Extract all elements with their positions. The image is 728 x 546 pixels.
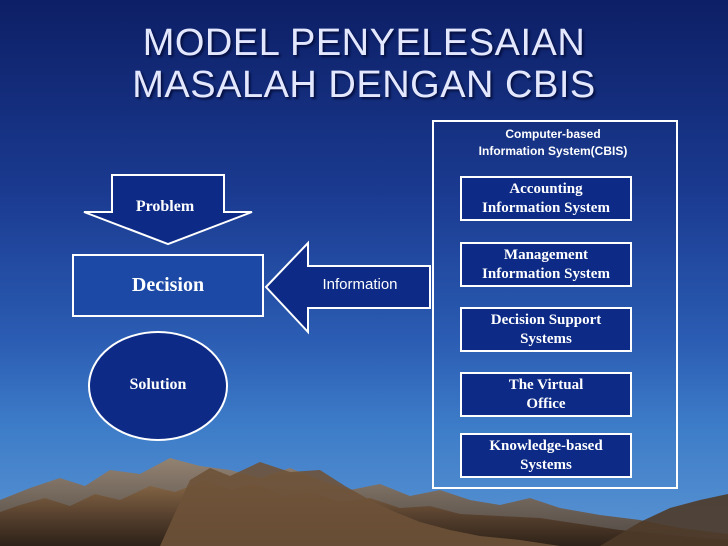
information-label: Information bbox=[322, 276, 398, 293]
solution-ellipse-shape bbox=[88, 331, 228, 441]
problem-label: Problem bbox=[135, 198, 195, 215]
system-box-decision-support: Decision Support Systems bbox=[460, 307, 632, 352]
system-box-knowledge-based: Knowledge-based Systems bbox=[460, 433, 632, 478]
system-line: Decision Support bbox=[490, 311, 602, 328]
system-line: Knowledge-based bbox=[489, 437, 603, 454]
problem-arrow-shape bbox=[83, 174, 253, 246]
slide-title: MODEL PENYELESAIAN MASALAH DENGAN CBIS bbox=[0, 22, 728, 106]
system-line: Systems bbox=[520, 330, 572, 347]
decision-label: Decision bbox=[131, 274, 205, 296]
title-line-1: MODEL PENYELESAIAN bbox=[142, 22, 586, 64]
cbis-frame bbox=[432, 120, 678, 489]
solution-label: Solution bbox=[129, 376, 187, 393]
system-line: Information System bbox=[482, 199, 610, 216]
title-line-2: MASALAH DENGAN CBIS bbox=[132, 64, 596, 106]
system-box-accounting: Accounting Information System bbox=[460, 176, 632, 221]
system-line: Management bbox=[503, 246, 589, 263]
system-line: Information System bbox=[482, 265, 610, 282]
cbis-title-line-2: Information System(CBIS) bbox=[478, 144, 628, 158]
cbis-title-line-1: Computer-based bbox=[505, 127, 601, 141]
system-line: The Virtual bbox=[508, 376, 584, 393]
information-arrow-shape bbox=[264, 240, 431, 335]
system-line: Systems bbox=[520, 456, 572, 473]
system-line: Office bbox=[526, 395, 566, 412]
decision-box: Decision bbox=[72, 254, 264, 317]
system-box-management: Management Information System bbox=[460, 242, 632, 287]
cbis-title: Computer-based Information System(CBIS) bbox=[440, 126, 666, 160]
system-box-virtual-office: The Virtual Office bbox=[460, 372, 632, 417]
system-line: Accounting bbox=[509, 180, 583, 197]
